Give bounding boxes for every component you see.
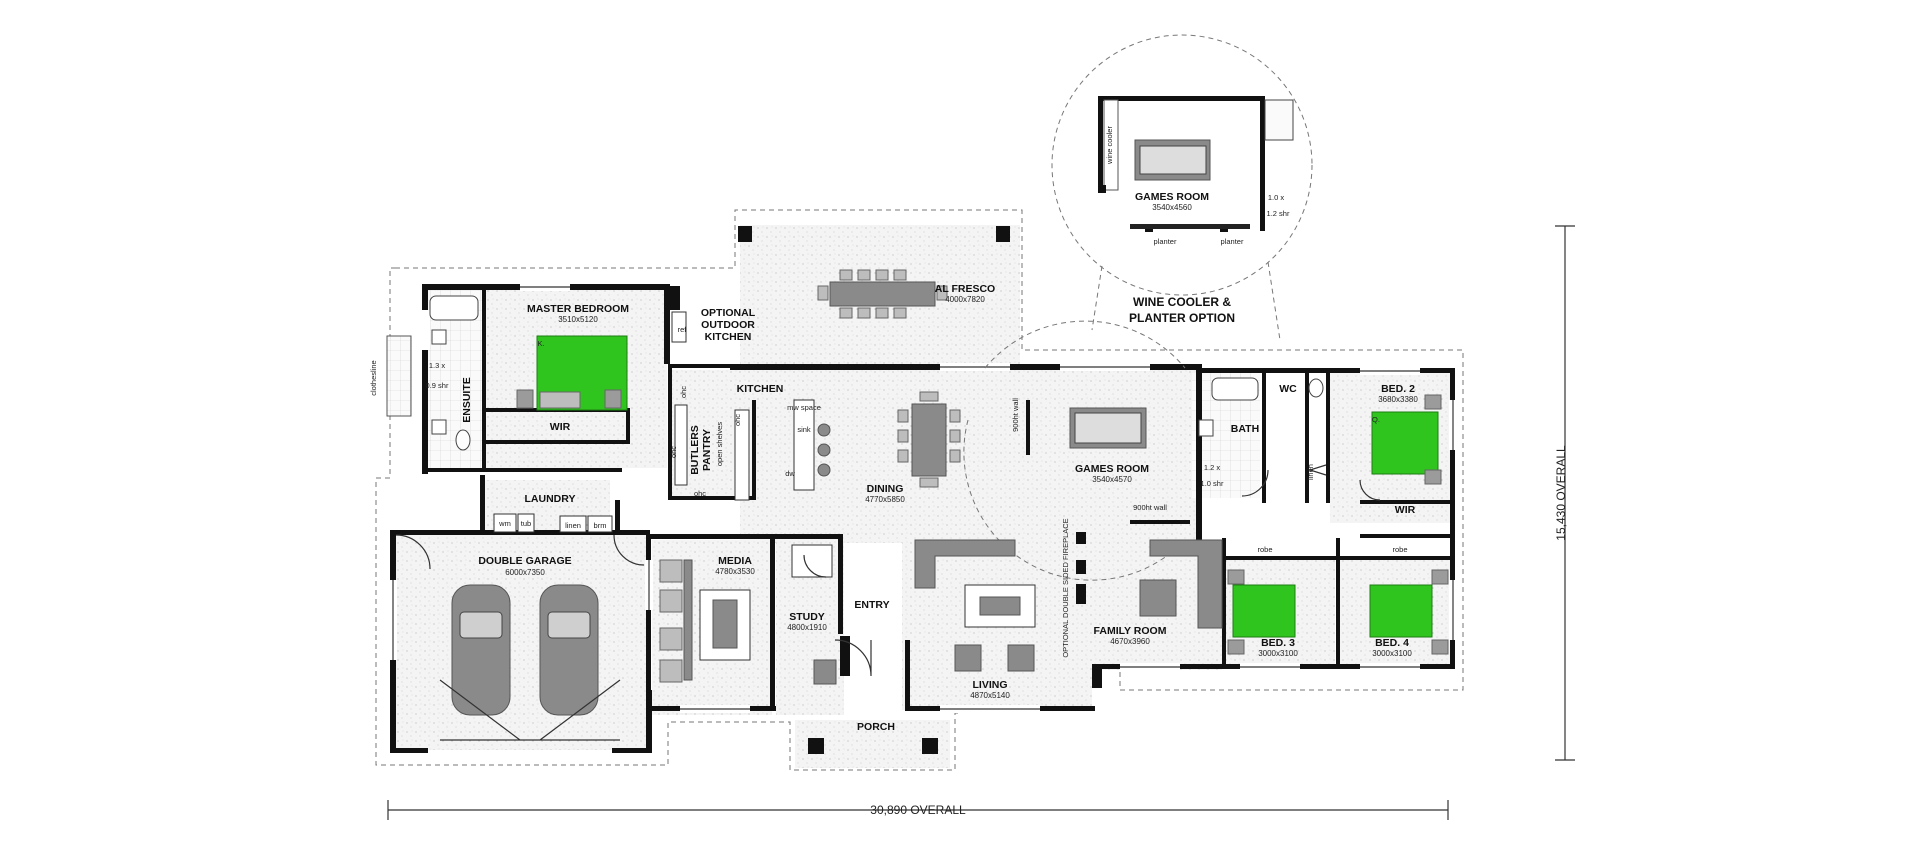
bed-4-bed xyxy=(1369,584,1433,638)
room-labels: MASTER BEDROOM 3510x5120 ENSUITE WIR AL … xyxy=(461,283,1418,733)
outdoor-kitchen-line3: KITCHEN xyxy=(705,331,752,343)
media-dim: 4780x3530 xyxy=(715,567,755,576)
family-room-dim: 4670x3960 xyxy=(1110,637,1150,646)
ensuite-label: ENSUITE xyxy=(461,377,473,423)
double-garage-dim: 6000x7350 xyxy=(505,568,545,577)
bath-label: BATH xyxy=(1231,423,1259,435)
games-room-highlight xyxy=(963,320,1186,581)
robe-label-bed4: robe xyxy=(1392,545,1407,554)
ohc-label-1: ohc xyxy=(679,386,688,398)
garage-cars xyxy=(439,584,621,741)
bed4-dim: 3000x3100 xyxy=(1372,649,1412,658)
windows xyxy=(389,283,1457,713)
bed3-dim: 3000x3100 xyxy=(1258,649,1298,658)
bed3-label: BED. 3 xyxy=(1261,637,1295,649)
kitchen-island xyxy=(793,399,815,491)
ohc-label-3: ohc xyxy=(733,414,742,426)
inset-title-line2: PLANTER OPTION xyxy=(1129,311,1235,325)
living-dim: 4870x5140 xyxy=(970,691,1010,700)
inset-callout xyxy=(1051,34,1313,341)
doors xyxy=(395,464,1381,677)
kitchen-label: KITCHEN xyxy=(737,383,784,395)
butlers-pantry-line1: BUTLERS xyxy=(689,425,701,475)
entry-label: ENTRY xyxy=(854,599,889,611)
wall-900-label-b: 900ht wall xyxy=(1133,503,1167,512)
ensuite-shr-a: 1.3 x xyxy=(429,361,446,370)
dining-table xyxy=(911,403,947,477)
double-sided-label: OPTIONAL DOUBLE SIDED FIREPLACE xyxy=(1061,518,1070,657)
wc-label: WC xyxy=(1279,383,1297,395)
dw-label: dw xyxy=(785,469,795,478)
overall-width-label: 30,890 OVERALL xyxy=(870,803,966,817)
outdoor-kitchen-line2: OUTDOOR xyxy=(701,319,755,331)
butlers-pantry-line2: PANTRY xyxy=(701,429,713,471)
bed2-mark: Q. xyxy=(1372,415,1380,424)
games-room-dim: 3540x4570 xyxy=(1092,475,1132,484)
fixture-labels: ref ohc ohc ohc ohc open shelves mw spac… xyxy=(369,325,1408,658)
bed2-label: BED. 2 xyxy=(1381,383,1415,395)
inset-shr-a: 1.0 x xyxy=(1268,193,1285,202)
al-fresco-dim: 4000x7820 xyxy=(945,295,985,304)
study-label: STUDY xyxy=(789,611,825,623)
bed-2-bed xyxy=(1371,411,1439,475)
brm-label: brm xyxy=(594,521,607,530)
porch-label: PORCH xyxy=(857,721,895,733)
wall-900-label-a: 900ht wall xyxy=(1011,398,1020,432)
overall-depth-label: 15,430 OVERALL xyxy=(1554,445,1568,541)
outdoor-kitchen-line1: OPTIONAL xyxy=(701,307,756,319)
ensuite-shr-b: 0.9 shr xyxy=(426,381,449,390)
study-dim: 4800x1910 xyxy=(787,623,827,632)
inset-shr-b: 1.2 shr xyxy=(1267,209,1290,218)
open-shelves-label: open shelves xyxy=(715,422,724,466)
al-fresco-label: AL FRESCO xyxy=(935,283,995,295)
alfresco-table xyxy=(829,281,936,307)
clothesline-label: clothesline xyxy=(369,360,378,395)
dining-label: DINING xyxy=(867,483,904,495)
floor-fills xyxy=(392,225,1452,768)
wir-master-label: WIR xyxy=(550,421,571,433)
inset-planter-2: planter xyxy=(1221,237,1244,246)
sink-label: sink xyxy=(797,425,811,434)
furniture xyxy=(386,269,1449,685)
inset-labels: GAMES ROOM 3540x4560 wine cooler planter… xyxy=(1105,126,1290,325)
linen-label: linen xyxy=(1306,464,1315,480)
master-bedroom-label: MASTER BEDROOM xyxy=(527,303,629,315)
tub-label: tub xyxy=(521,519,531,528)
bath-shr-a: 1.2 x xyxy=(1204,463,1221,472)
master-bed-mark: K. xyxy=(537,339,544,348)
inset-games-room-dim: 3540x4560 xyxy=(1152,203,1192,212)
mw-space-label: mw space xyxy=(787,403,821,412)
media-label: MEDIA xyxy=(718,555,752,567)
bath-shr-b: 1.0 shr xyxy=(1201,479,1224,488)
living-label: LIVING xyxy=(972,679,1007,691)
master-bedroom-dim: 3510x5120 xyxy=(558,315,598,324)
games-room-label: GAMES ROOM xyxy=(1075,463,1149,475)
inset-planter-1: planter xyxy=(1154,237,1177,246)
dining-dim: 4770x5850 xyxy=(865,495,905,504)
linen-laundry-label: linen xyxy=(565,521,581,530)
inset-games-room-label: GAMES ROOM xyxy=(1135,191,1209,203)
bed-3-bed xyxy=(1232,584,1296,638)
inset-wine-cooler-label: wine cooler xyxy=(1105,126,1114,165)
wir-bed2-label: WIR xyxy=(1395,504,1416,516)
family-room-label: FAMILY ROOM xyxy=(1094,625,1167,637)
ohc-label-4: ohc xyxy=(694,489,706,498)
overall-dimensions: 30,890 OVERALL 15,430 OVERALL xyxy=(387,225,1575,820)
ref-label-outdoor: ref xyxy=(678,325,688,334)
ohc-label-2: ohc xyxy=(669,446,678,458)
robe-label-bed3: robe xyxy=(1257,545,1272,554)
laundry-label: LAUNDRY xyxy=(525,493,576,505)
inset-title-line1: WINE COOLER & xyxy=(1133,295,1231,309)
bed2-dim: 3680x3380 xyxy=(1378,395,1418,404)
double-garage-label: DOUBLE GARAGE xyxy=(478,555,571,567)
bed4-label: BED. 4 xyxy=(1375,637,1409,649)
wm-label: wm xyxy=(498,519,511,528)
